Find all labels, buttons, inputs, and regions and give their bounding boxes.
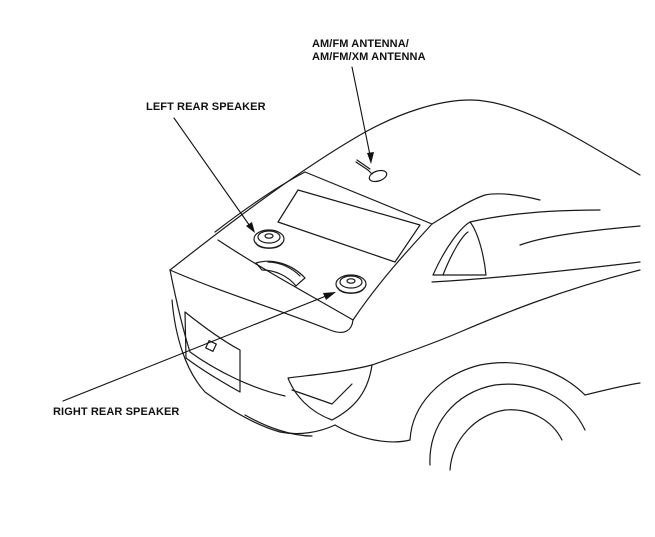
antenna-leader: [351, 66, 372, 161]
beltline: [431, 261, 641, 283]
body-side-lower: [334, 424, 411, 443]
deck-emblem: [255, 260, 306, 287]
package-shelf: [277, 189, 421, 263]
c-pillar: [431, 193, 541, 225]
license-plate-recess: [184, 311, 241, 393]
rocker-panel: [584, 382, 641, 396]
deck-emblem-inner: [267, 261, 301, 277]
right-speaker-leader: [62, 293, 332, 402]
tire-outer: [429, 383, 586, 466]
taillight-inner: [291, 383, 353, 405]
door-cut: [519, 225, 641, 246]
left-speaker-arrowhead: [246, 222, 255, 233]
trunk-right-edge: [352, 223, 433, 321]
left-rear-speaker-icon: [253, 229, 285, 249]
rear-window-base: [304, 171, 433, 225]
wheel-arch: [409, 362, 586, 441]
right-taillight: [287, 364, 373, 421]
rear-bumper: [171, 299, 336, 435]
body-side: [371, 269, 641, 366]
right-rear-speaker-label: RIGHT REAR SPEAKER: [53, 406, 180, 418]
trunk-lid-edge: [169, 269, 354, 333]
rear-door-line: [469, 209, 601, 223]
trunk-latch: [205, 340, 217, 352]
antenna-arrowhead: [367, 152, 374, 164]
trunk-front-edge: [217, 239, 354, 321]
side-window-outer: [432, 221, 487, 276]
trunk-rear-face: [169, 269, 286, 397]
leader-lines: [62, 66, 374, 402]
roof-outline: [169, 99, 641, 271]
bumper-lower: [244, 414, 313, 437]
side-window-inner: [442, 231, 469, 276]
left-rear-speaker-label: LEFT REAR SPEAKER: [146, 101, 266, 113]
right-speaker-arrowhead: [323, 292, 336, 300]
antenna-label-line1: AM/FM ANTENNA/: [312, 38, 409, 50]
antenna-icon: [355, 159, 388, 183]
antenna-callout: AM/FM ANTENNA/ AM/FM/XM ANTENNA: [312, 38, 426, 64]
right-rear-speaker-icon: [335, 274, 367, 294]
left-speaker-leader: [173, 117, 253, 230]
antenna-label-line2: AM/FM/XM ANTENNA: [312, 51, 426, 63]
rear-window-inner: [214, 171, 306, 233]
tire-inner: [449, 409, 563, 471]
